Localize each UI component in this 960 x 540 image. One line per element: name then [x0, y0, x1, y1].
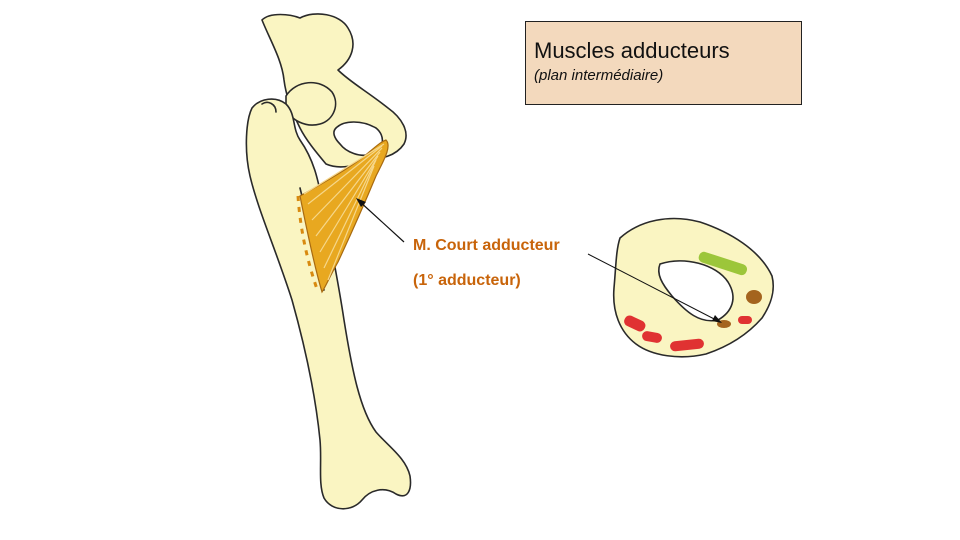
label-arrow: [356, 198, 405, 243]
muscle-fibers: [303, 143, 385, 281]
red-insertion-2: [642, 331, 662, 343]
title-main: Muscles adducteurs: [534, 38, 730, 63]
red-insertion-4: [738, 316, 752, 324]
pelvis-view: [612, 217, 775, 358]
muscle-name-label: M. Court adducteur: [413, 237, 560, 254]
muscle-note-label: (1° adducteur): [413, 272, 521, 289]
greater-trochanter: [261, 101, 277, 113]
green-insertion: [698, 251, 748, 276]
red-insertion-3: [670, 338, 704, 352]
femoral-head: [285, 81, 337, 126]
brown-insertion-large: [746, 290, 762, 304]
red-insertion-1: [624, 315, 646, 332]
section-pointer: [587, 253, 722, 323]
court-adducteur-muscle: [296, 139, 389, 294]
title-box: Muscles adducteurs (plan intermédiaire): [525, 21, 802, 105]
title-subtitle: (plan intermédiaire): [534, 67, 664, 84]
muscle-insertion-dashes: [296, 195, 320, 293]
femur-and-pelvis: [245, 13, 412, 510]
femur-shaft: [245, 98, 412, 510]
